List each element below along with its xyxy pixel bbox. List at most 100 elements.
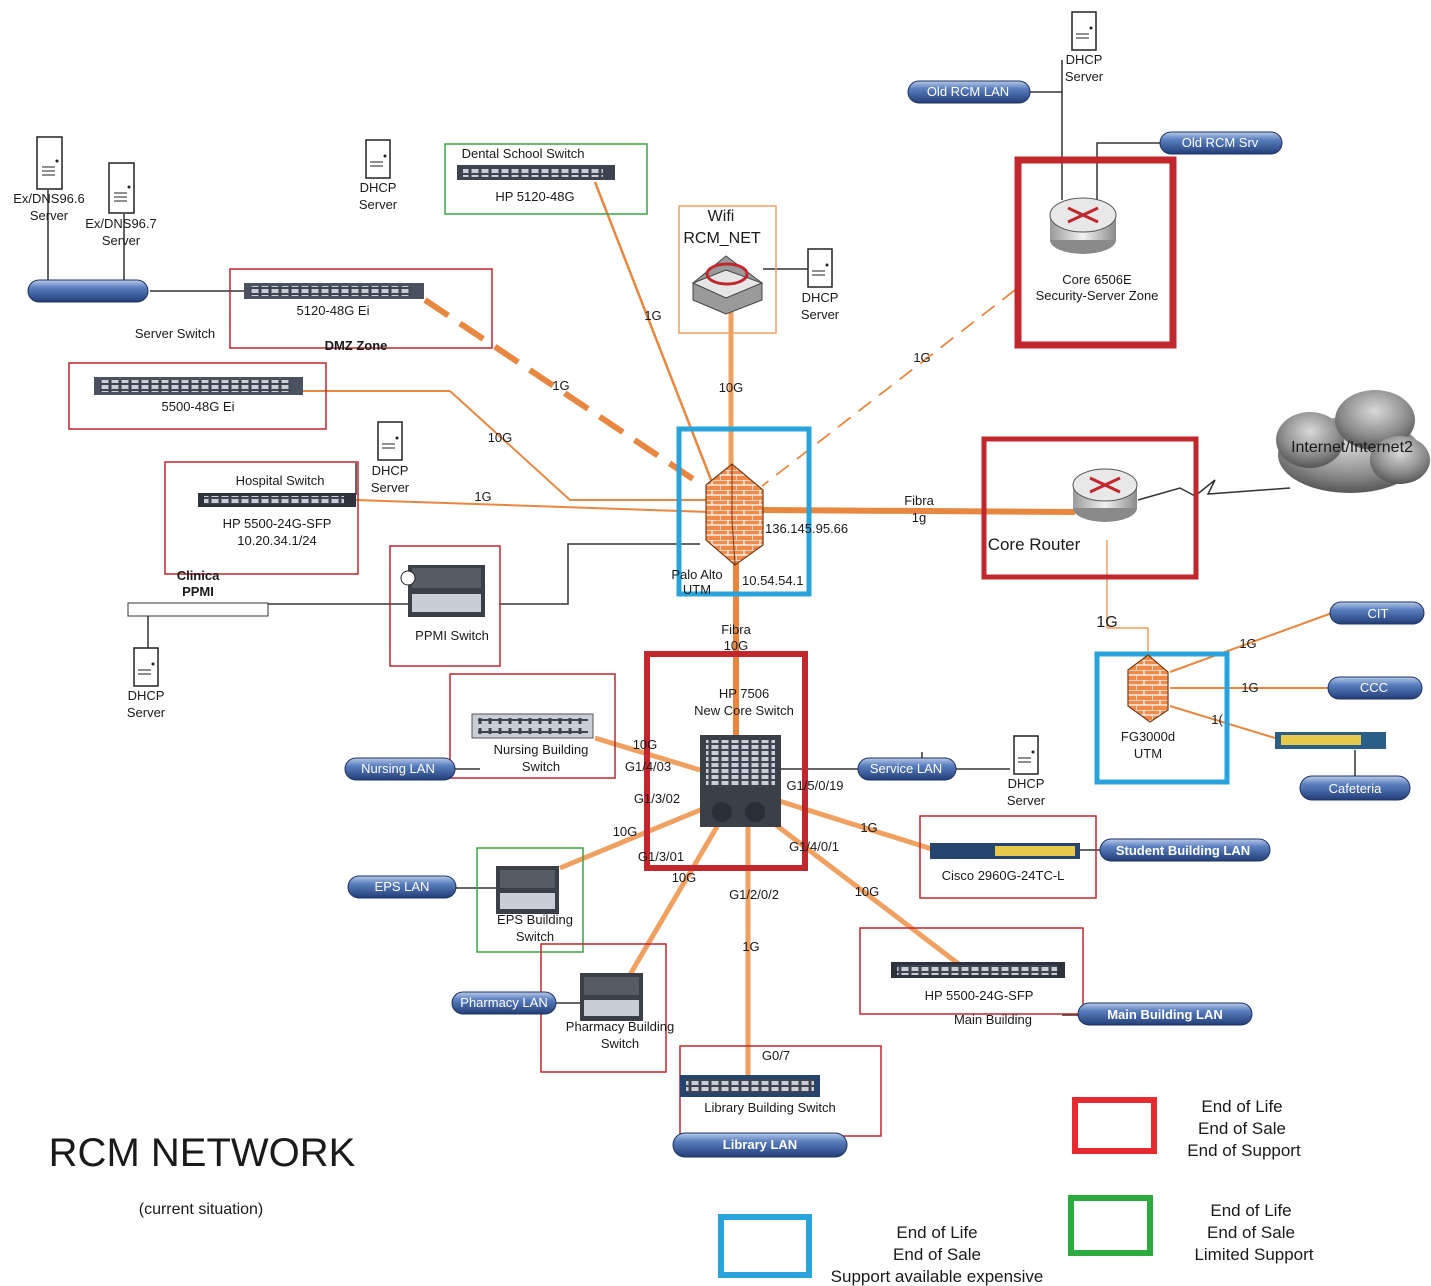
switch-icon — [198, 493, 356, 507]
page-subtitle: (current situation) — [139, 1201, 264, 1218]
server-icon — [1071, 11, 1097, 51]
label-switch-5120-dmz: 5120-48G Ei — [297, 303, 370, 318]
lan-pipe-icon — [1327, 676, 1423, 700]
switch-icon — [94, 377, 303, 395]
label-core-router: Core Router — [988, 535, 1081, 554]
label-port-g1-3-02: G1/3/02 — [634, 791, 680, 806]
label-server-switch: Server Switch — [135, 326, 215, 341]
label-ppmi-switch: PPMI Switch — [415, 628, 489, 643]
label-student-lan: Student Building LAN — [1116, 843, 1250, 858]
label-5500-48g: 5500-48G Ei — [162, 399, 235, 414]
box-student — [919, 815, 1097, 899]
box-5500-48g — [68, 362, 327, 430]
speed-router-fg: 1G — [1096, 614, 1117, 631]
firewall-icon — [705, 463, 764, 566]
box-hospital — [164, 461, 359, 575]
switch-icon — [457, 165, 615, 180]
lan-pipe-icon — [1159, 131, 1283, 155]
speed-wifi: 10G — [719, 380, 744, 395]
label-nursing-lan: Nursing LAN — [361, 761, 435, 776]
speed-ccc: 1G — [1241, 680, 1258, 695]
label-ccc: CCC — [1360, 680, 1388, 695]
label-port-g1-3-01: G1/3/01 — [638, 849, 684, 864]
link-ppmi-paloalto — [499, 543, 700, 605]
server-icon — [377, 421, 403, 461]
label-pharmacy-lan: Pharmacy LAN — [460, 995, 547, 1010]
lan-pipe-icon — [1299, 775, 1411, 801]
label-service-lan: Service LAN — [870, 761, 942, 776]
switches — [94, 165, 1386, 1097]
speed-core6506: 1G — [913, 350, 930, 365]
label-old-rcm-srv: Old RCM Srv — [1182, 135, 1259, 150]
label-eps-lan: EPS LAN — [375, 879, 430, 894]
label-library-switch: Library Building Switch — [704, 1100, 836, 1115]
lan-pipe-icon — [1077, 1002, 1253, 1026]
label-hp-5120: HP 5120-48G — [495, 189, 574, 204]
speed-cafeteria: 1( — [1211, 712, 1223, 727]
speed-hospital: 1G — [474, 489, 491, 504]
speed-pharmacy: 10G — [672, 870, 697, 885]
link-hp7506-eps — [559, 805, 706, 871]
label-internet: Internet/Internet2 — [1291, 439, 1413, 456]
servers — [36, 11, 1097, 775]
server-icon — [807, 248, 833, 288]
switch-icon — [496, 866, 559, 914]
speed-dental: 1G — [644, 308, 661, 323]
box-eps — [476, 847, 584, 953]
link-fg-cit — [1169, 612, 1333, 673]
devices — [691, 197, 1430, 723]
speed-nursing: 10G — [633, 737, 658, 752]
switch-icon — [891, 962, 1065, 978]
link-dmz-paloalto — [423, 297, 704, 488]
cloud-icon — [1276, 390, 1430, 493]
switch-icon — [930, 843, 1080, 859]
label-port-g1-4-03: G1/4/03 — [625, 759, 671, 774]
speed-library: 1G — [742, 939, 759, 954]
lan-pipes — [27, 80, 1425, 1158]
box-paloalto — [676, 426, 812, 597]
label-ip-136: 136.145.95.66 — [765, 521, 848, 536]
label-port-g1-2-0-2: G1/2/0/2 — [729, 887, 779, 902]
label-ip-10: 10.54.54.1 — [742, 573, 803, 588]
box-core6506 — [1014, 156, 1177, 349]
link-dental-paloalto — [593, 181, 717, 491]
speed-5500: 10G — [488, 430, 513, 445]
label-old-rcm-lan: Old RCM LAN — [927, 84, 1009, 99]
link-hospital-paloalto — [355, 499, 711, 513]
label-main-lan: Main Building LAN — [1107, 1007, 1223, 1022]
label-dental-switch: Dental School Switch — [462, 146, 585, 161]
link-fg-cafeteria — [1169, 705, 1276, 739]
speed-eps: 10G — [613, 824, 638, 839]
lan-pipe-icon — [344, 757, 456, 781]
link-5500-paloalto-b — [449, 390, 710, 501]
switch-icon — [680, 1075, 820, 1097]
label-cisco-2960: Cisco 2960G-24TC-L — [942, 868, 1065, 883]
box-wifi — [678, 205, 777, 334]
label-port-g1-4-0-1: G1/4/0/1 — [789, 839, 839, 854]
speed-main: 10G — [855, 884, 880, 899]
label-cit: CIT — [1368, 606, 1389, 621]
label-g0-7: G0/7 — [762, 1048, 790, 1063]
label-dmz-zone: DMZ Zone — [325, 338, 388, 353]
legend-red-swatch — [1072, 1097, 1157, 1154]
diagram-title: RCM NETWORK (current situation) — [49, 1131, 356, 1218]
label-cafeteria: Cafeteria — [1329, 781, 1383, 796]
speed-student: 1G — [860, 820, 877, 835]
wifi-ap-icon — [691, 255, 764, 315]
lan-pipe-icon — [347, 875, 457, 899]
